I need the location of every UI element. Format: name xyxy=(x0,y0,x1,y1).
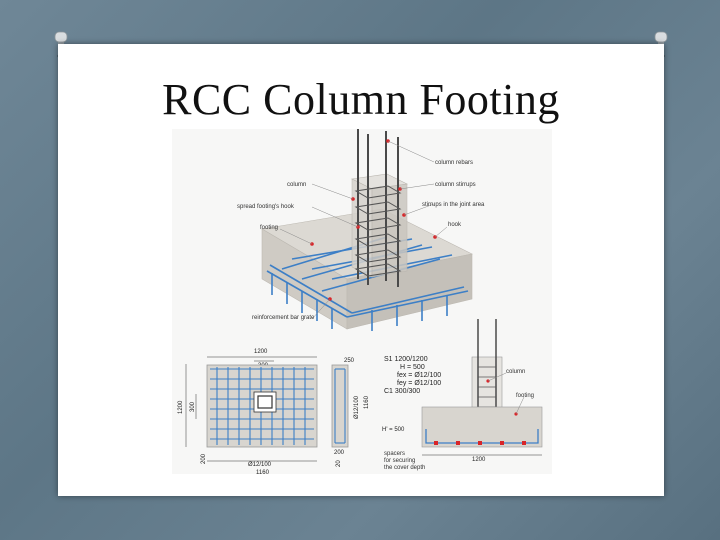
spacers-note-3: the cover depth xyxy=(384,465,425,471)
section-column-label: column xyxy=(506,369,525,375)
label-reinforcement-grate: reinforcement bar grate xyxy=(252,315,315,321)
label-column-rebars: column rebars xyxy=(435,160,473,166)
specs-block: S1 1200/1200 H = 500 fex = Ø12/100 fey =… xyxy=(384,356,441,395)
section-footing-label: footing xyxy=(516,393,534,399)
label-spread-footing-hook: spread footing's hook xyxy=(237,204,295,210)
section-left-dim: 20 xyxy=(336,460,342,467)
plan-top-dim: 1200 xyxy=(254,349,268,355)
section-view: column footing H' = 500 1200 spacers for… xyxy=(382,319,543,471)
section-bottom-dim-1200: 1200 xyxy=(472,457,486,463)
section-h-label: H' = 500 xyxy=(382,427,405,433)
spec-c1: C1 300/300 xyxy=(384,388,420,395)
plan-bottom-bar: Ø12/100 xyxy=(248,462,272,468)
spec-fex: fex = Ø12/100 xyxy=(397,372,441,379)
label-hook: hook xyxy=(448,222,462,228)
section-bottom-dim: 200 xyxy=(334,450,345,456)
spec-s1: S1 1200/1200 xyxy=(384,356,428,363)
section-top-dim: 250 xyxy=(344,358,355,364)
plan-left-small: 200 xyxy=(201,453,207,464)
spec-fey: fey = Ø12/100 xyxy=(397,380,441,387)
plan-view: 1200 300 1200 300 xyxy=(178,349,370,474)
label-column: column xyxy=(287,182,306,188)
plan-side-dim-inner: 300 xyxy=(190,401,196,412)
section-bar: Ø12/100 xyxy=(354,395,360,419)
footing-diagram: column rebars column column stirrups spr… xyxy=(172,129,552,474)
spacers-note-1: spacers xyxy=(384,451,405,457)
label-column-stirrups: column stirrups xyxy=(435,182,476,188)
label-footing: footing xyxy=(260,225,278,231)
spacers-note-2: for securing xyxy=(384,458,415,464)
footing-3d: column rebars column column stirrups spr… xyxy=(237,129,485,331)
spec-h: H = 500 xyxy=(400,364,425,371)
plan-side-dim-outer: 1200 xyxy=(178,400,184,414)
plan-bottom-dim: 1160 xyxy=(256,470,270,474)
label-stirrups-joint: stirrups in the joint area xyxy=(422,202,485,208)
section-side-dim: 1160 xyxy=(364,395,370,409)
slide-title: RCC Column Footing xyxy=(162,75,560,124)
